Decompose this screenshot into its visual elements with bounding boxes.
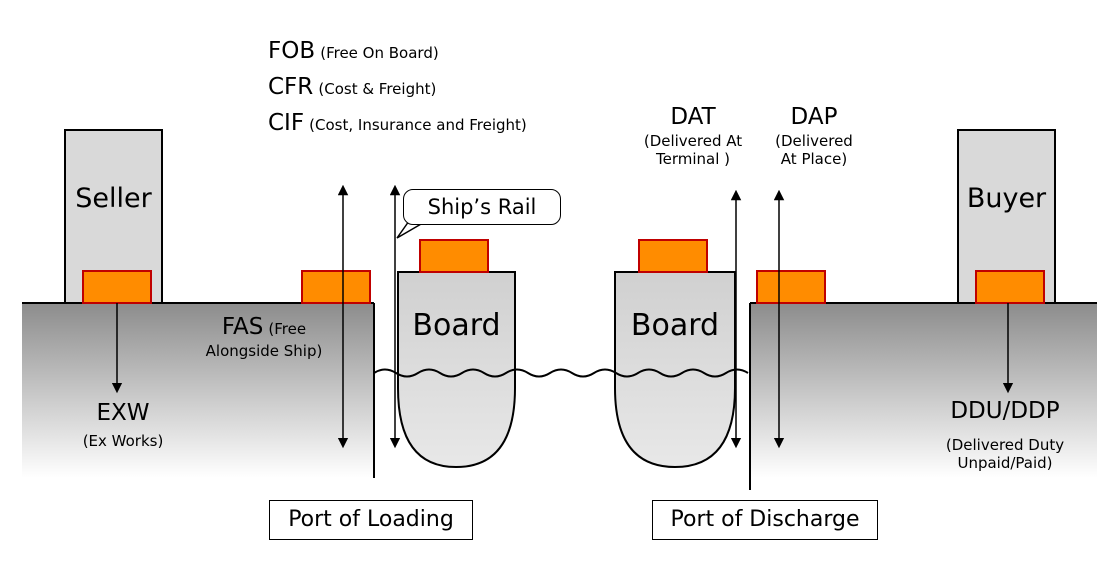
cargo-box-buyer (975, 270, 1045, 304)
cif-code: CIF (268, 110, 305, 136)
term-fob: FOB (Free On Board) (268, 38, 439, 66)
term-cfr: CFR (Cost & Freight) (268, 74, 436, 102)
water-wave (373, 368, 749, 378)
fas-desc-line1: (Free (268, 320, 307, 338)
port-of-discharge-label: Port of Discharge (670, 507, 860, 532)
dat-line1: (Delivered At (643, 131, 743, 150)
cargo-box-fas (301, 270, 371, 304)
port-of-loading-box: Port of Loading (269, 500, 473, 540)
exw-desc: (Ex Works) (82, 431, 164, 450)
ship-loading-label: Board (412, 308, 501, 343)
term-exw: EXW (Ex Works) (68, 400, 178, 450)
ships-rail-callout: Ship’s Rail (403, 189, 561, 225)
buyer-label: Buyer (966, 183, 1047, 214)
ship-discharge (614, 271, 736, 469)
port-of-discharge-box: Port of Discharge (652, 500, 878, 540)
term-ddu-ddp: DDU/DDP (Delivered Duty Unpaid/Paid) (920, 398, 1090, 472)
port-of-loading-label: Port of Loading (288, 507, 454, 532)
ship-loading (397, 271, 516, 469)
dap-line1: (Delivered (775, 131, 853, 150)
cargo-box-dap (756, 270, 826, 304)
fob-code: FOB (268, 38, 316, 64)
cargo-box-ship-discharge (638, 239, 708, 273)
fas-desc-line2: Alongside Ship) (205, 341, 323, 360)
fas-code: FAS (221, 314, 264, 340)
fob-desc: (Free On Board) (320, 44, 439, 62)
ground-right (750, 303, 1097, 478)
cfr-desc: (Cost & Freight) (318, 80, 437, 98)
cif-desc: (Cost, Insurance and Freight) (309, 116, 527, 134)
ships-rail-label: Ship’s Rail (427, 195, 537, 219)
dap-code: DAP (790, 104, 838, 130)
ddu-ddp-line1: (Delivered Duty (945, 435, 1065, 454)
dap-line2: At Place) (780, 149, 848, 168)
dat-code: DAT (670, 104, 716, 130)
cargo-box-ship-loading (419, 239, 489, 273)
term-dat: DAT (Delivered At Terminal ) (628, 104, 758, 168)
term-dap: DAP (Delivered At Place) (758, 104, 870, 168)
term-fas: FAS (Free Alongside Ship) (188, 314, 340, 360)
dat-line2: Terminal ) (655, 149, 730, 168)
cfr-code: CFR (268, 74, 314, 100)
ground-left (22, 303, 374, 478)
seller-label: Seller (75, 183, 152, 214)
term-cif: CIF (Cost, Insurance and Freight) (268, 110, 527, 138)
cargo-box-seller (82, 270, 152, 304)
ship-discharge-label: Board (630, 308, 720, 343)
exw-code: EXW (96, 400, 150, 426)
ddu-ddp-line2: Unpaid/Paid) (957, 453, 1053, 472)
ddu-ddp-code: DDU/DDP (950, 398, 1060, 424)
